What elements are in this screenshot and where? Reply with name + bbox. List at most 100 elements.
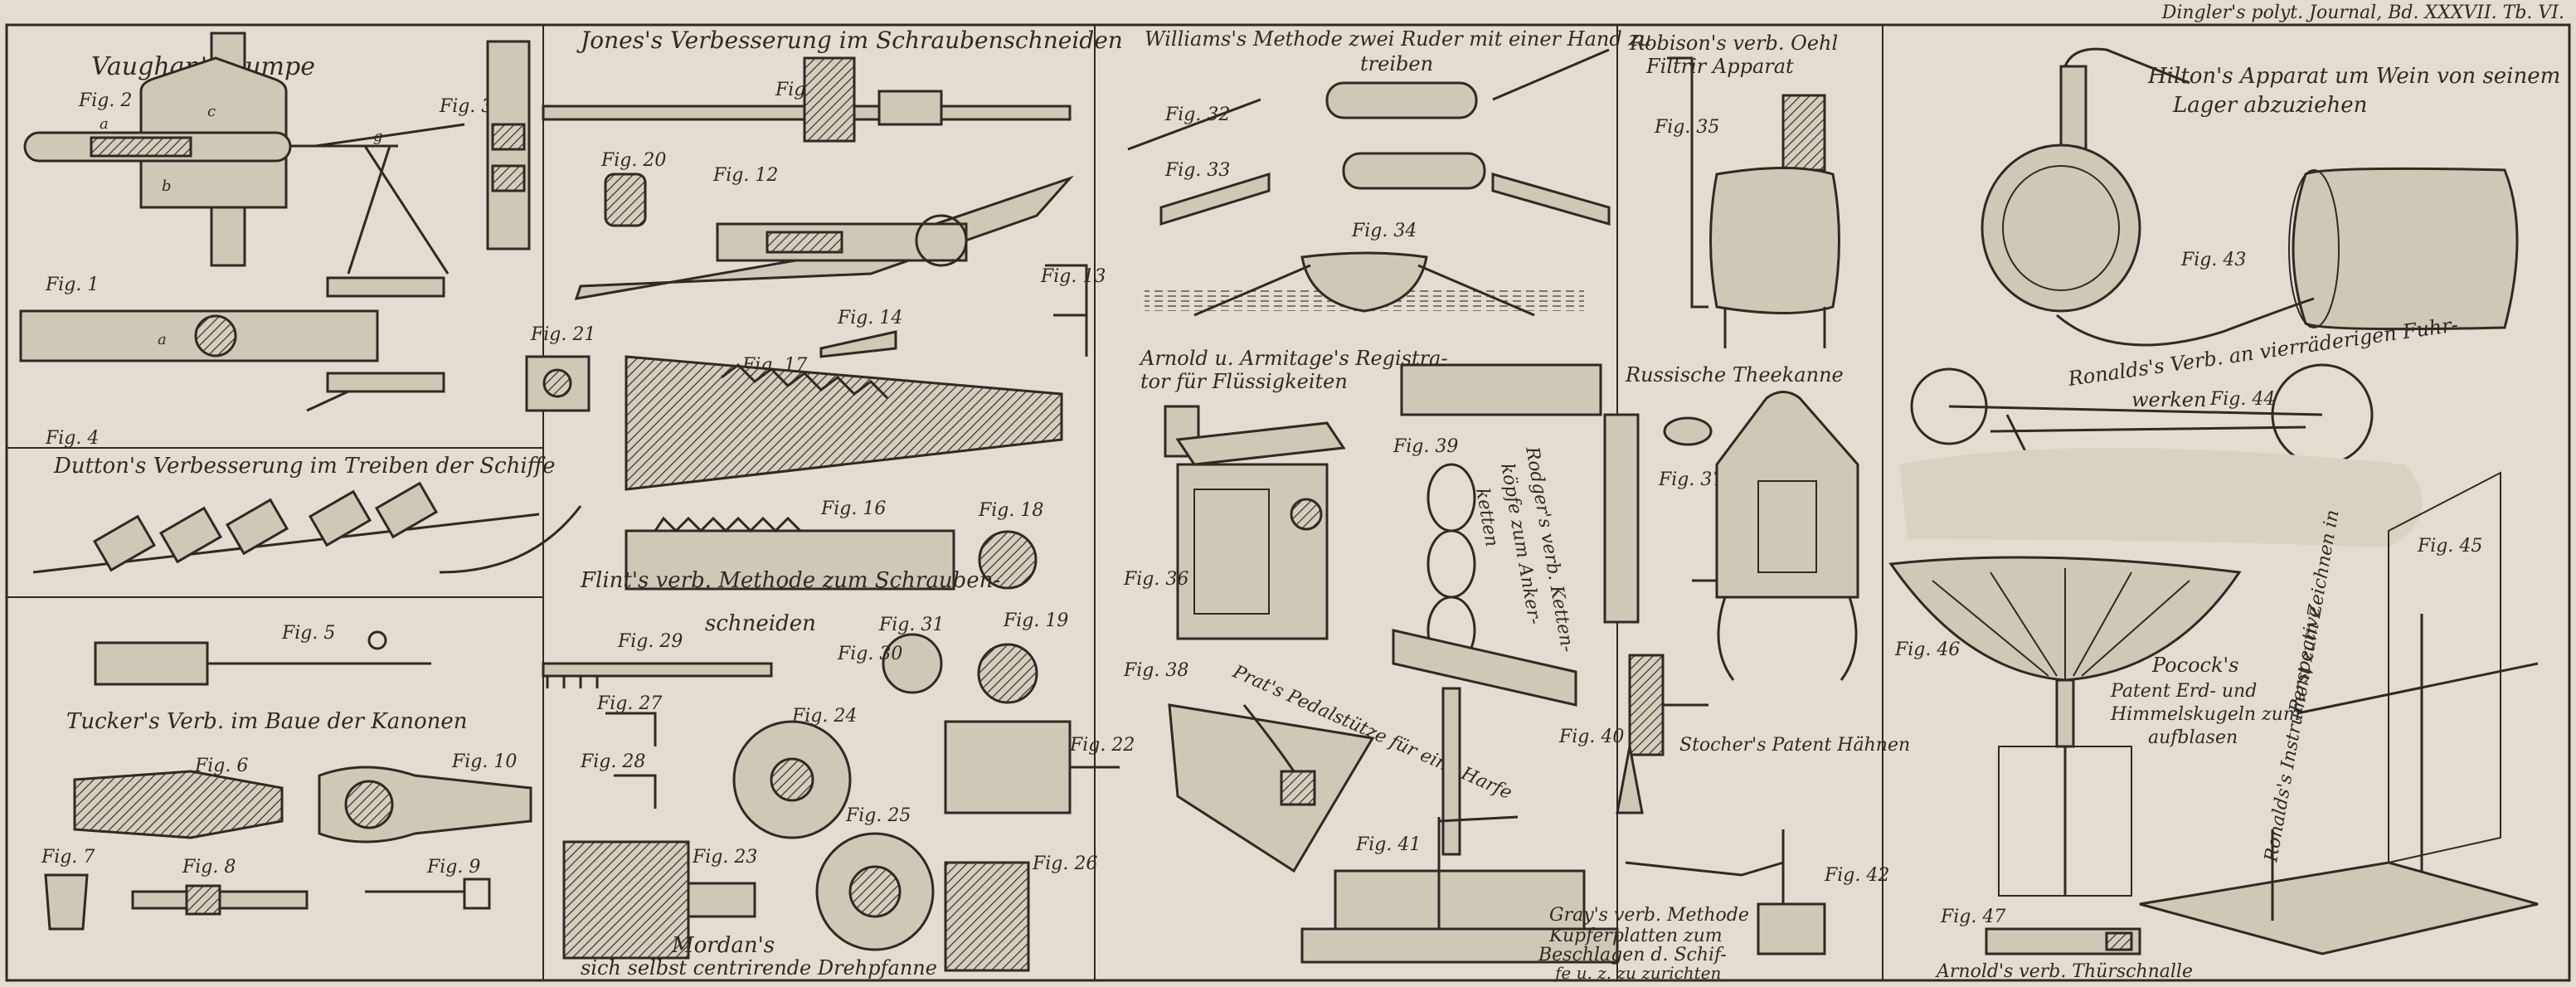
fig39-link-1 [1427, 463, 1476, 532]
pocock-group: Fig. 46 Pocock's Patent Erd- und Himmels… [1888, 556, 2301, 897]
fig45-glass [2388, 471, 2501, 864]
journal-header: Dingler's polyt. Journal, Bd. XXXVII. Tb… [2161, 2, 2564, 23]
fig45-board [2139, 861, 2539, 955]
section-title: Dutton's Verbesserung im Treiben der Sch… [53, 454, 556, 479]
fig2-lever [314, 123, 465, 275]
figure-label: Fig. 46 [1894, 639, 1960, 660]
fig12-wheel [915, 214, 968, 267]
section-title: aufblasen [2148, 727, 2238, 748]
fig36-lid [1175, 421, 1346, 466]
figure-label: Fig. 45 [2417, 536, 2482, 557]
fig1-port [194, 314, 237, 357]
figure-label: Fig. 29 [617, 631, 683, 652]
fig20-block [604, 173, 647, 227]
fig22-cylinder [944, 720, 1072, 814]
vaughan-pump-group: Vaughan's Pumpe Fig. 2 a b c g Fig. 3 Fi… [19, 32, 531, 412]
fig26-socket [944, 861, 1030, 972]
fig44-ground [1899, 448, 2423, 547]
section-title: Gray's verb. Methode [1549, 905, 1749, 926]
section-title: Beschlagen d. Schif- [1538, 945, 1727, 965]
figure-label: Fig. 12 [712, 165, 778, 186]
section-title: ketten [1471, 487, 1502, 548]
fig31-disk [882, 633, 943, 694]
jones-group: Jones's Verbesserung im Schraubenschneid… [525, 27, 1123, 412]
fig35-stand [1723, 307, 1826, 348]
fig37-lid [1663, 416, 1713, 446]
figure-label: Fig. 5 [281, 623, 335, 644]
fig37-legs [1717, 596, 1858, 681]
figure-label: Fig. 35 [1654, 117, 1719, 138]
fig5-ring [367, 630, 387, 650]
fig46-ribs [1932, 568, 2190, 680]
figure-label: Fig. 16 [820, 498, 886, 519]
figure-label: Fig. 44 [2209, 389, 2275, 410]
fig12-threads [766, 231, 843, 254]
fig14-wedge [819, 330, 897, 358]
part-letter: a [100, 115, 109, 133]
figure-label: Fig. 1 [45, 275, 99, 295]
figure-label: Fig. 34 [1351, 221, 1417, 241]
fig43-cask-face [2288, 169, 2340, 328]
gray-group: Fig. 41 Fig. 42 Gray's verb. Methode Kup… [1300, 815, 1889, 983]
fig43-cask [2292, 167, 2519, 331]
plate-border [5, 23, 2571, 982]
fig6-cannon [73, 770, 284, 839]
fig42-block [1757, 902, 1826, 955]
figure-label: Fig. 20 [600, 150, 666, 171]
fig34-boat [1300, 251, 1428, 313]
fig8-collar [185, 884, 221, 916]
fig11-clamp [877, 90, 943, 126]
figure-label: Fig. 31 [878, 615, 944, 635]
fig43-hose [2056, 297, 2315, 347]
fig33-oar-left [1159, 172, 1271, 226]
section-title: Robison's verb. Oehl [1629, 32, 1838, 55]
section-title: Ronalds's Verb. an vierräderigen Fuhr- [2066, 313, 2459, 391]
fig46-column [2055, 678, 2075, 748]
fig34-oars [1193, 264, 1535, 317]
stocher-group: Fig. 40 Stocher's Patent Hähnen [1558, 654, 1910, 814]
figure-label: Fig. 30 [837, 644, 902, 664]
figure-label: Fig. 23 [692, 847, 757, 868]
fig5-block [94, 641, 209, 686]
fig38-pedal [1242, 704, 1312, 797]
fig36-dial [1290, 498, 1323, 531]
fig1-crank [306, 390, 349, 412]
fig28-angle [614, 774, 657, 809]
fig38-board [1168, 703, 1375, 873]
fig21-hole [542, 368, 572, 398]
fig43-cask-end [1981, 143, 2141, 313]
figure-label: Fig. 13 [1040, 266, 1106, 287]
fig35-pipe [1667, 56, 1708, 309]
fig35-filter [1781, 94, 1826, 172]
section-title: treiben [1360, 52, 1433, 75]
section-title: Tucker's Verb. im Baue der Kanonen [66, 709, 468, 734]
figure-label: Fig. 14 [837, 308, 902, 328]
williams-group: Williams's Methode zwei Ruder mit einer … [1127, 27, 1651, 317]
fig18-cutter [978, 530, 1038, 590]
russian-teapot-group: Russische Theekanne Fig. 37 [1603, 363, 1859, 681]
section-title: Jones's Verbesserung im Schraubenschneid… [576, 27, 1123, 54]
section-title: Flint's verb. Methode zum Schrauben- [580, 568, 1000, 593]
fig47-catch [2105, 931, 2133, 951]
fig9-key [365, 878, 491, 910]
fig16-teeth [654, 516, 802, 533]
fig40-valve [1628, 654, 1665, 756]
part-letter: a [158, 331, 167, 348]
fig42-press [1625, 829, 1785, 912]
fig17-tap [625, 355, 1063, 491]
section-title: Arnold's verb. Thürschnalle [1935, 961, 2193, 982]
fig41-base [1300, 927, 1619, 964]
fig40-handle [1616, 746, 1644, 814]
fig10-trunnion [344, 780, 394, 829]
fig43-pump-handle [2063, 47, 2190, 85]
figure-label: Fig. 10 [451, 751, 517, 772]
fig37-tap [1692, 579, 1718, 597]
fig1-bracket [326, 372, 445, 393]
mordan-group: Fig. 27 Fig. 24 Fig. 28 Fig. 22 Fig. 23 … [562, 693, 1135, 980]
section-title: Russische Theekanne [1625, 363, 1844, 387]
fig1-handle [326, 276, 445, 298]
fig24-hub [770, 757, 814, 802]
fig45-arm [2297, 662, 2539, 715]
figure-label: Fig. 47 [1940, 907, 2005, 927]
